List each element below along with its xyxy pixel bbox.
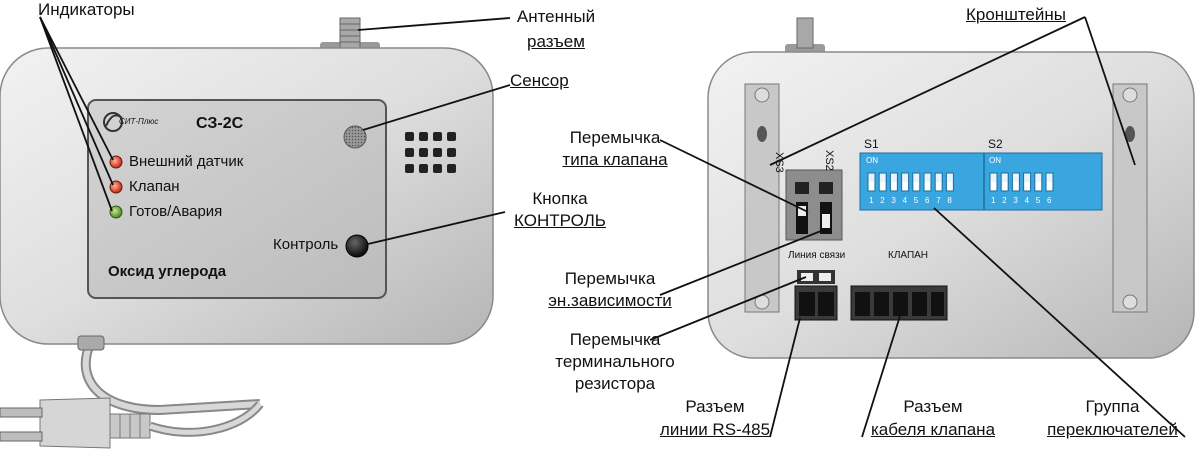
model-name: СЗ-2С [196,115,244,132]
antenna-front [320,17,380,52]
jumper-xs3-label: XS3 [773,152,785,173]
s1nums-number: 7 [936,196,941,205]
switch-s2-toggle-knob [1047,182,1052,190]
s1nums-number: 3 [891,196,896,205]
switch-s2-toggle-knob [1002,182,1008,190]
switch-s1-label: S1 [864,137,879,151]
bracket-right [1112,83,1148,313]
antenna-back [785,17,825,54]
power-cord [0,335,264,449]
callout-jumper-valve-2: типа клапана [562,150,668,169]
gas-name: Оксид углерода [108,263,227,280]
speaker-hole [405,148,414,157]
callout-button-2: КОНТРОЛЬ [514,211,606,230]
speaker-hole [405,132,414,141]
control-button[interactable] [345,234,369,258]
callout-switch-group-1: Группа [1085,397,1140,416]
callout-valve-cable-2: кабеля клапана [870,420,996,439]
switch-s2-toggle-knob [1013,182,1019,190]
switch-s2-toggle-knob [1035,182,1041,190]
leader-lines [39,16,1186,438]
speaker-hole [405,164,414,173]
callout-rs485-1: Разъем [685,397,745,416]
speaker-hole [447,164,456,173]
speaker-hole [433,164,442,173]
switch-s2-label: S2 [988,137,1003,151]
s2nums-number: 6 [1047,196,1052,205]
callout-brackets: Кронштейны [966,5,1066,24]
bracket-left [744,83,780,313]
callout-antenna-1: Антенный [516,7,596,26]
switch-s1-toggle-knob [913,182,919,190]
switch-s2-toggle-knob [991,182,996,190]
brand-name: СИТ-Плюс [119,117,159,126]
led-ready [109,205,123,219]
switch-s1-on: ON [866,156,878,165]
callout-indicators: Индикаторы [38,0,135,19]
callout-button-1: Кнопка [532,189,588,208]
s2nums-number: 1 [991,196,996,205]
valve-connector [850,285,948,321]
s1nums-number: 6 [925,196,930,205]
switch-s2-toggle-knob [1024,182,1030,190]
speaker-hole [447,148,456,157]
sensor-grille [343,125,367,149]
speaker-hole [433,132,442,141]
indicator-label-ready: Готов/Авария [129,203,223,220]
speaker-hole [419,148,428,157]
brand-logo [103,112,123,132]
line-connector-label: Линия связи [788,250,846,261]
speaker-holes [405,132,456,173]
s1nums-number: 4 [902,196,908,205]
callout-jumper-term-1: Перемычка [569,330,661,349]
s1nums-number: 1 [869,196,874,205]
indicator-label-valve: Клапан [129,178,180,195]
switch-s1-toggle-knob [925,182,930,190]
speaker-hole [419,132,428,141]
s2nums-number: 5 [1035,196,1041,205]
s1nums-number: 8 [947,196,952,205]
indicator-label-external: Внешний датчик [129,153,244,170]
callout-valve-cable-1: Разъем [903,397,963,416]
callout-jumper-power-2: эн.зависимости [548,291,672,310]
switch-s2-on: ON [989,156,1001,165]
callout-switch-group-2: переключателей [1047,420,1178,439]
rs485-connector [794,270,838,321]
callout-jumper-power-1: Перемычка [564,269,656,288]
speaker-hole [447,132,456,141]
switch-s1-toggle-knob [891,182,897,190]
switch-s1-toggle-knob [947,182,953,190]
front-panel [87,99,387,299]
switch-s1-toggle-knob [880,182,886,190]
switch-s1-toggle-knob [902,182,908,190]
callout-rs485-2: линии RS-485 [659,420,771,439]
s1nums-number: 2 [880,196,885,205]
speaker-hole [433,148,442,157]
callout-jumper-term-3: резистора [574,374,656,393]
valve-connector-label: КЛАПАН [888,250,929,261]
s2nums-number: 2 [1002,196,1007,205]
callout-jumper-term-2: терминального [555,352,675,371]
callout-antenna-2: разъем [527,32,585,51]
s1nums-number: 5 [913,196,919,205]
callout-sensor: Сенсор [510,71,569,90]
switch-s1-toggle-knob [936,182,942,190]
jumper-xs2-label: XS2 [823,150,835,171]
s2nums-number: 4 [1024,196,1030,205]
dip-switch-group [859,152,1103,211]
s2nums-number: 3 [1013,196,1018,205]
switch-s1-toggle-knob [869,182,874,190]
callout-jumper-valve-1: Перемычка [569,128,661,147]
speaker-hole [419,164,428,173]
control-button-label: Контроль [273,236,339,253]
